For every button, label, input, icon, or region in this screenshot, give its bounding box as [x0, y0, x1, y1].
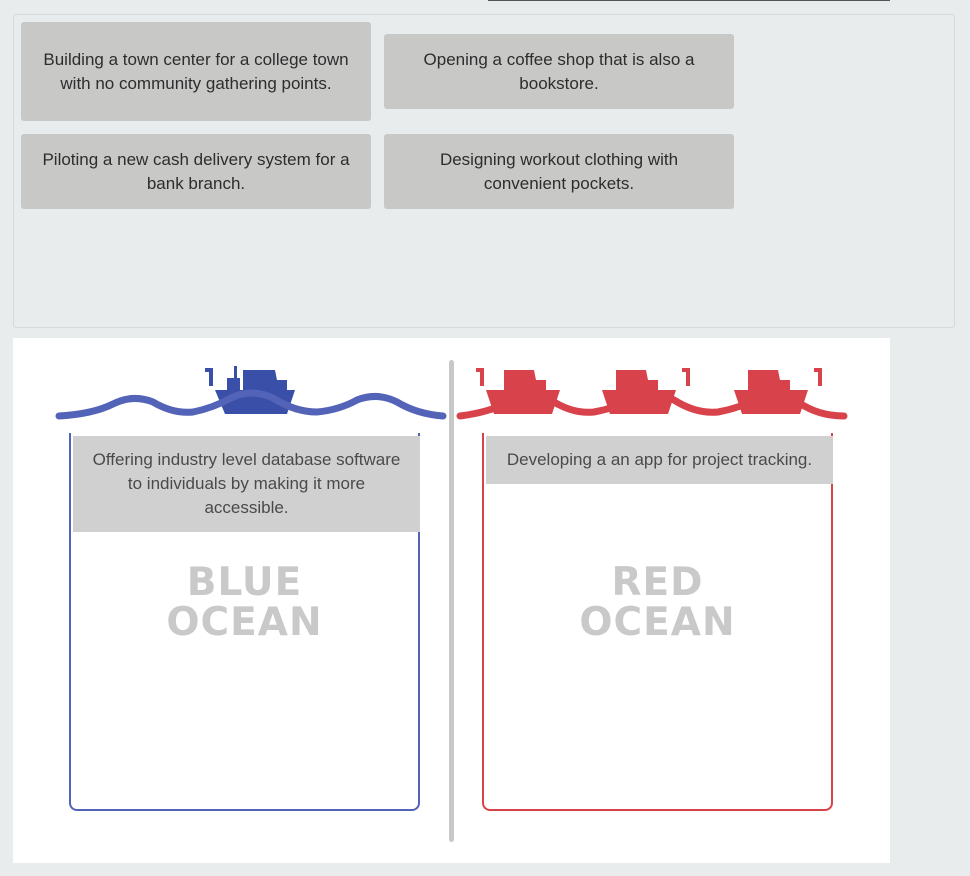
- blue-ocean-dropzone[interactable]: BLUE OCEAN Offering industry level datab…: [69, 433, 420, 811]
- draggable-card[interactable]: Opening a coffee shop that is also a boo…: [384, 34, 734, 109]
- answer-pool: Building a town center for a college tow…: [13, 14, 955, 328]
- red-ocean-label: RED OCEAN: [579, 560, 736, 645]
- ocean-sorting-board: BLUE OCEAN Offering industry level datab…: [13, 338, 890, 863]
- blue-ocean-label: BLUE OCEAN: [166, 560, 323, 645]
- blue-wave-icon: [55, 366, 447, 420]
- red-ocean-dropzone[interactable]: RED OCEAN Developing a an app for projec…: [482, 433, 833, 811]
- center-divider: [449, 360, 454, 842]
- red-wave-icon: [456, 368, 848, 420]
- draggable-card[interactable]: Piloting a new cash delivery system for …: [21, 134, 371, 209]
- top-divider-line: [488, 0, 890, 1]
- draggable-card[interactable]: Building a town center for a college tow…: [21, 22, 371, 121]
- draggable-card[interactable]: Designing workout clothing with convenie…: [384, 134, 734, 209]
- placed-card-blue[interactable]: Offering industry level database softwar…: [73, 436, 420, 532]
- placed-card-red[interactable]: Developing a an app for project tracking…: [486, 436, 833, 484]
